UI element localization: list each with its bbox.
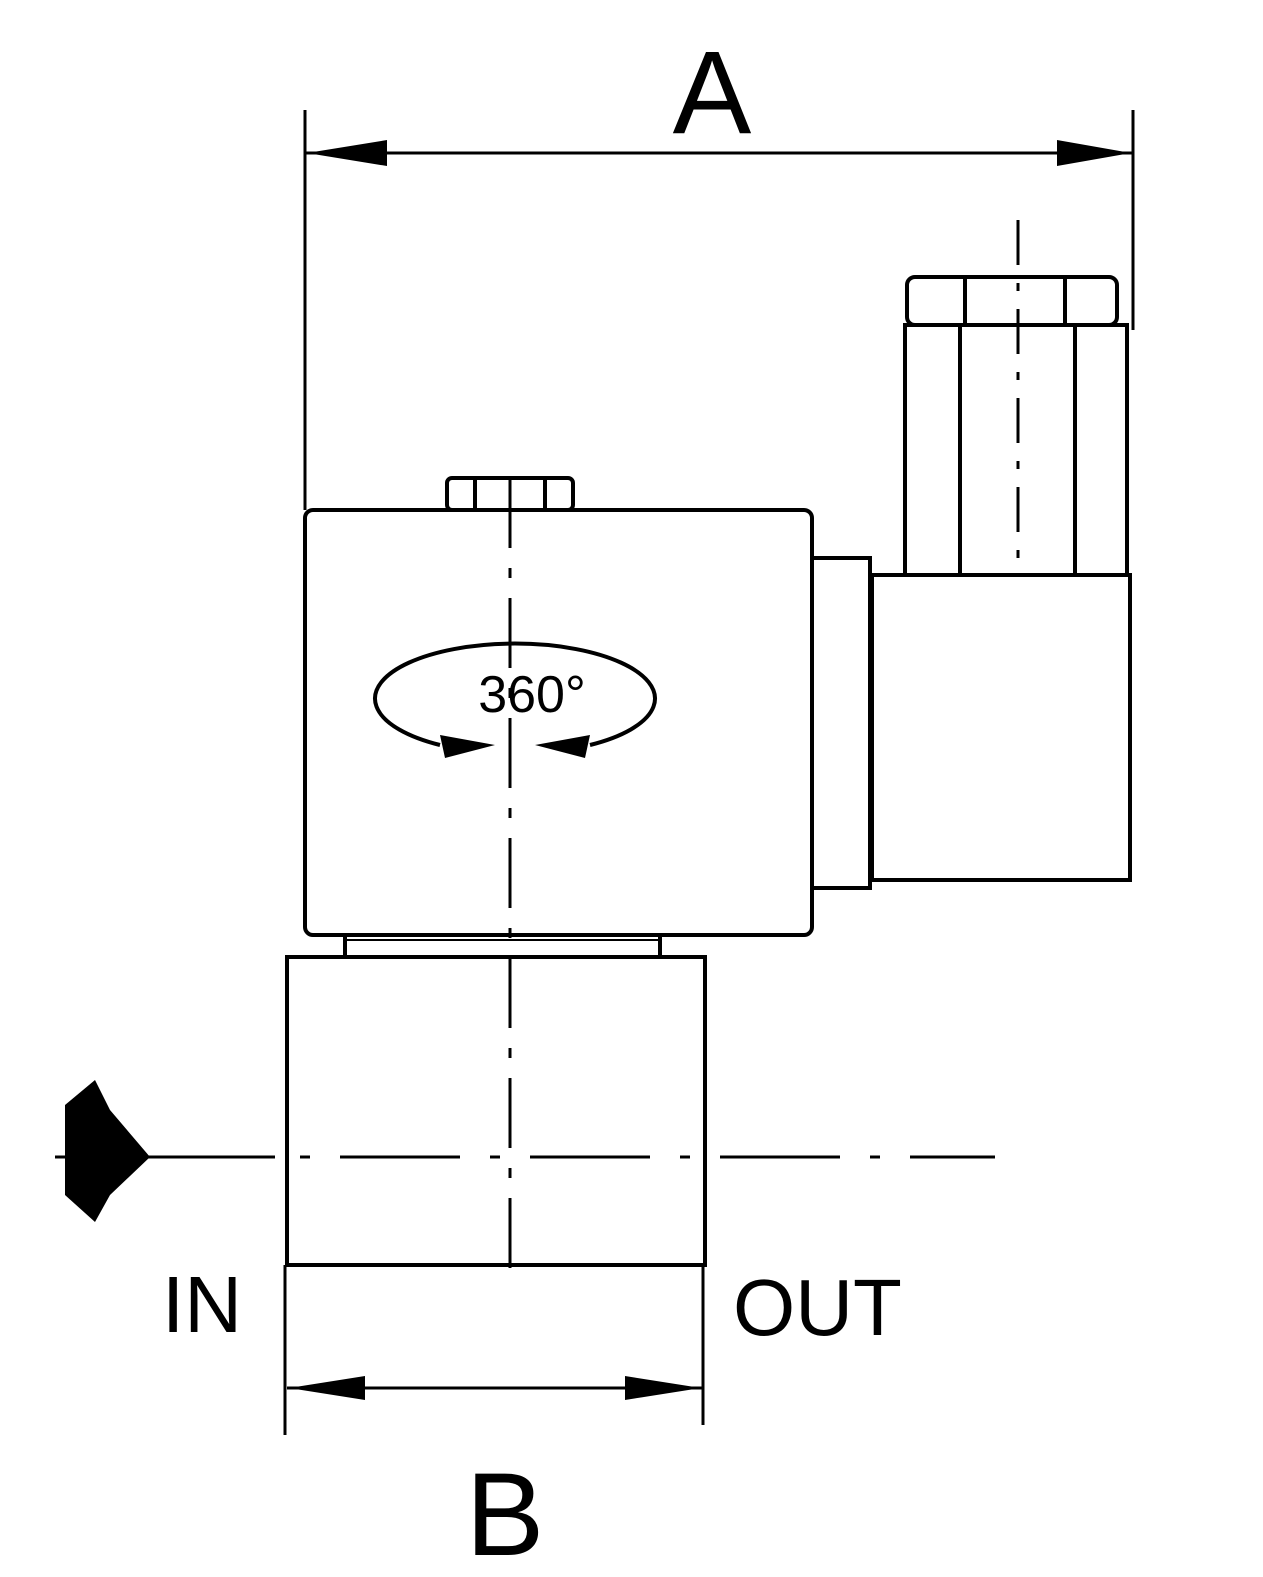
valve-body	[285, 955, 707, 1267]
outlet-label: OUT	[733, 1263, 902, 1352]
dimension-a-label: A	[673, 27, 752, 159]
flow-direction-arrow-icon	[55, 1080, 275, 1222]
inlet-label: IN	[162, 1260, 242, 1349]
connector	[810, 220, 1132, 890]
rotation-label: 360°	[478, 666, 586, 724]
dimension-a	[303, 110, 1135, 510]
dimension-b	[283, 1265, 705, 1435]
rotation-indicator	[373, 641, 657, 758]
dimension-b-label: B	[466, 1449, 545, 1577]
